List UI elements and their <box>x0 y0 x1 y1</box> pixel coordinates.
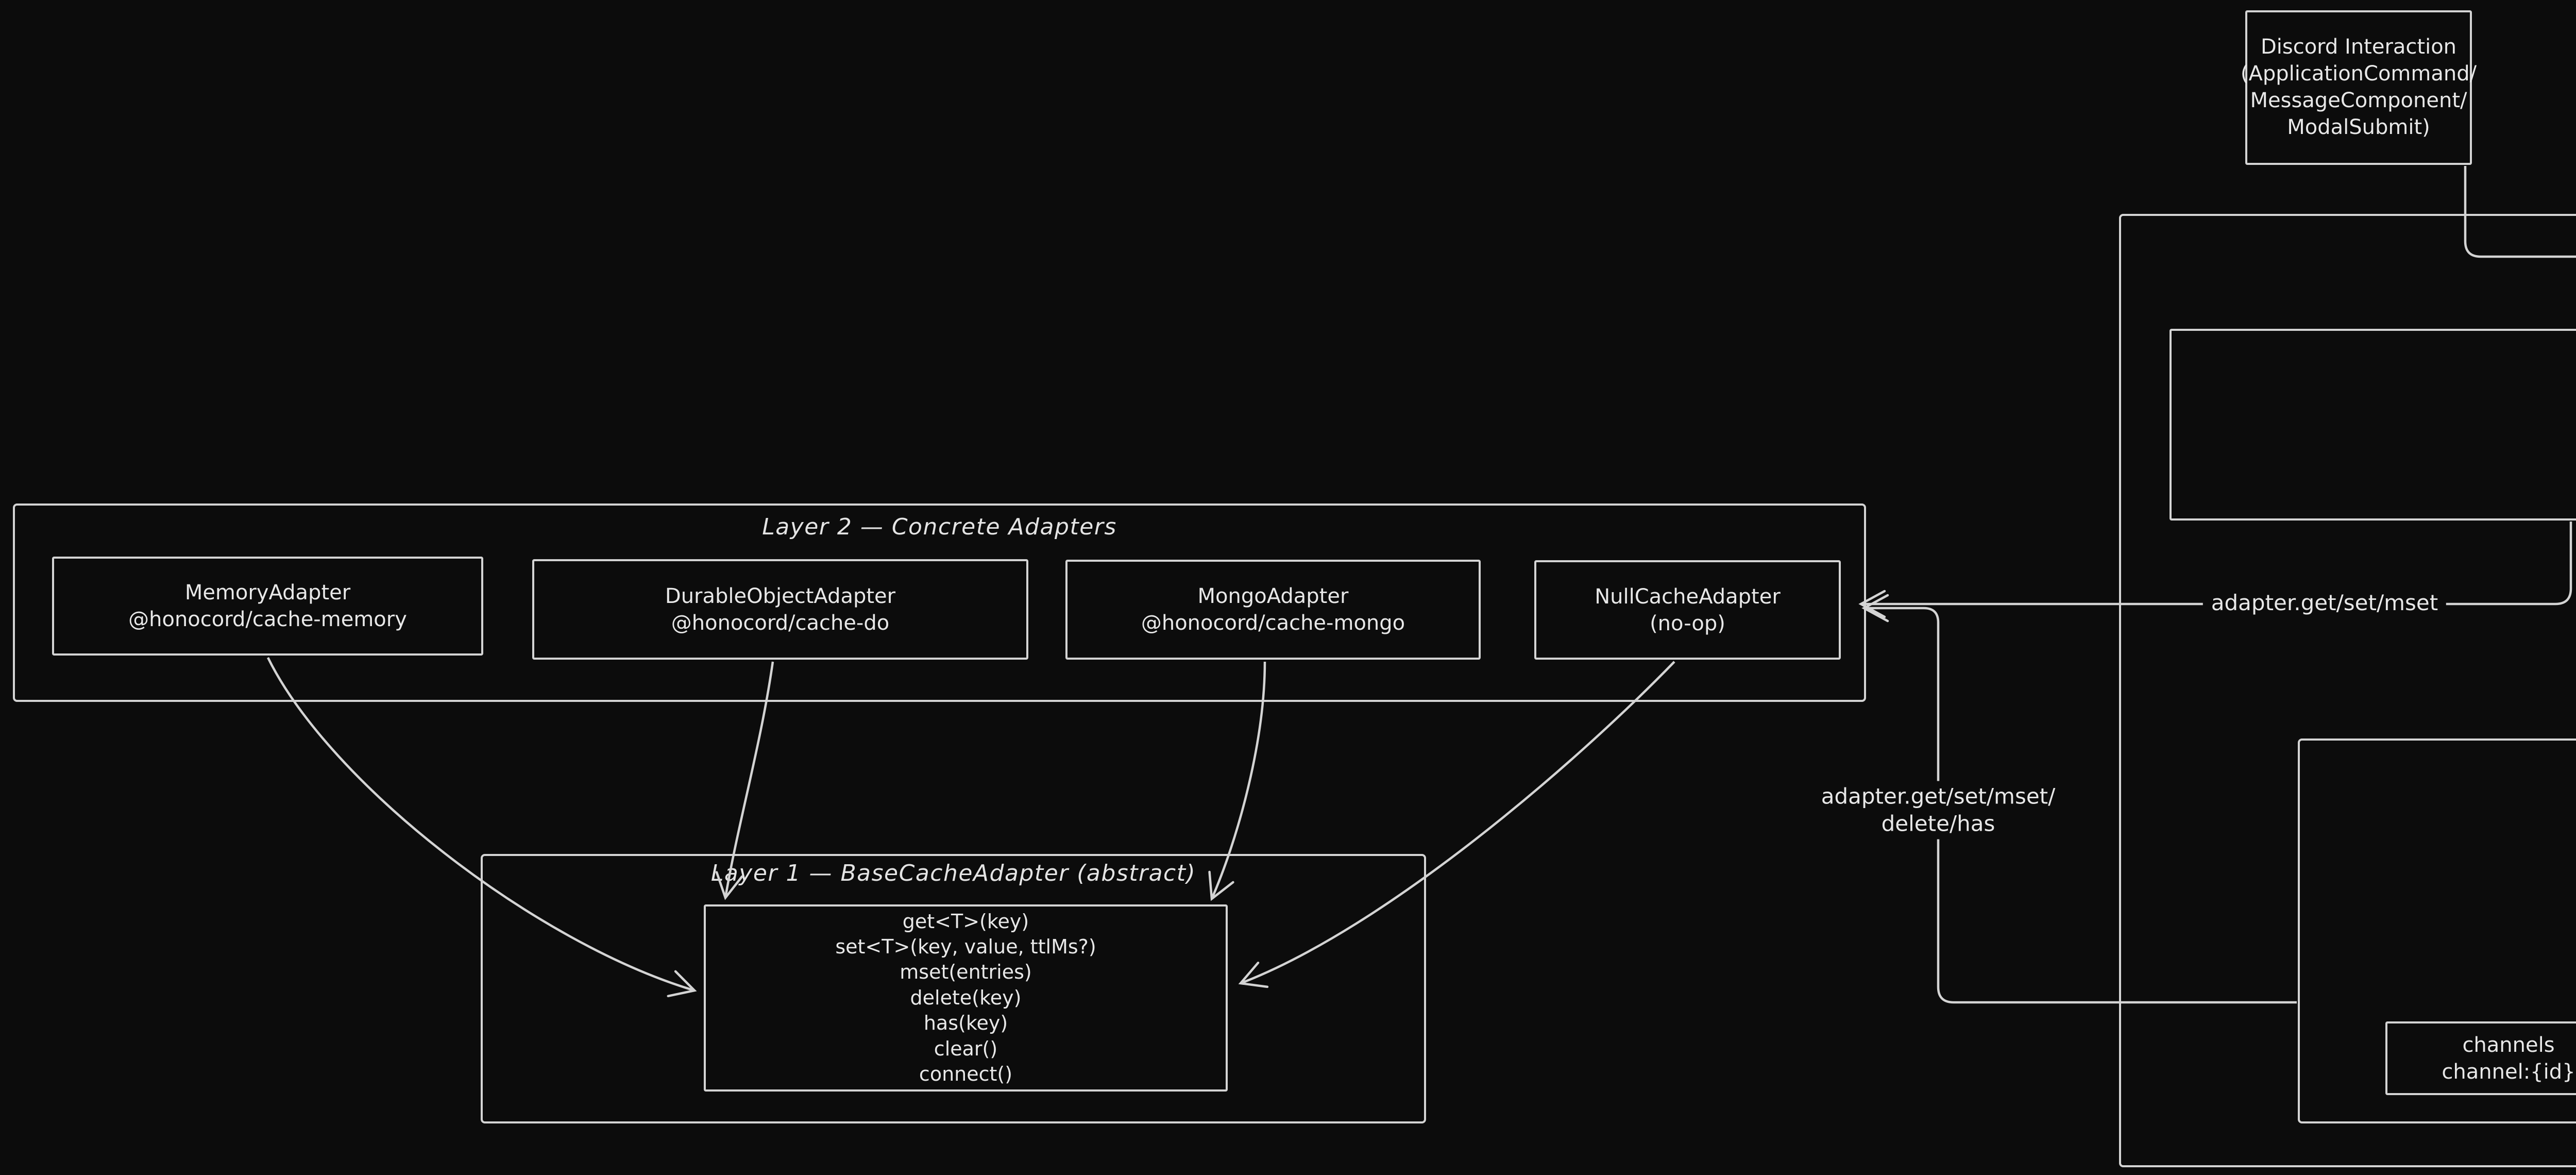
arrow-nullcacheadapter-to-base[interactable] <box>1238 661 1675 988</box>
node-durableobjectadapter[interactable]: DurableObjectAdapter @honocord/cache-do <box>532 559 1028 660</box>
edge-label-adapter-get-set-mset-delete-has: adapter.get/set/mset/ delete/has <box>1812 781 2064 840</box>
frame-layer3-cachemanager[interactable]: Layer 3 — CacheManager <box>2119 214 2576 1167</box>
arrow-discord-to-populate[interactable] <box>2464 166 2576 315</box>
node-populate-methods[interactable]: populate(interaction) populateCommand() … <box>2170 329 2576 521</box>
node-memoryadapter[interactable]: MemoryAdapter @honocord/cache-memory <box>52 557 483 656</box>
node-discord-interaction[interactable]: Discord Interaction (ApplicationCommand/… <box>2241 10 2477 165</box>
node-mongoadapter[interactable]: MongoAdapter @honocord/cache-mongo <box>1065 560 1481 660</box>
arrow-durableobjectadapter-to-base[interactable] <box>715 661 774 900</box>
arrow-memoryadapter-to-base[interactable] <box>266 657 697 998</box>
node-nullcacheadapter[interactable]: NullCacheAdapter (no-op) <box>1534 560 1841 660</box>
frame-namespace-accessors[interactable]: Namespace Accessors <box>2298 738 2576 1123</box>
edge-label-adapter-get-set-mset: adapter.get/set/mset <box>2202 587 2447 619</box>
node-basecacheadapter-methods[interactable]: get<T>(key) set<T>(key, value, ttlMs?) m… <box>704 904 1228 1092</box>
arrow-populate-to-nullcacheadapter[interactable] <box>1858 522 2572 618</box>
arrow-mongoadapter-to-base[interactable] <box>1208 661 1266 901</box>
node-channels[interactable]: channels channel:{id} <box>2385 1021 2576 1095</box>
